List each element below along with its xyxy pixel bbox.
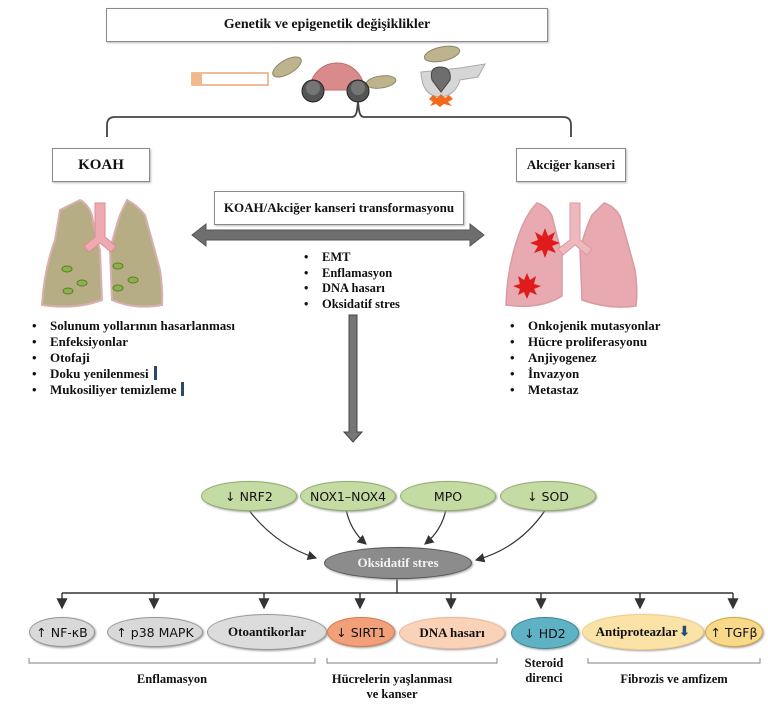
vehicle-exhaust-icon <box>301 62 370 103</box>
cigarette-icon <box>191 72 269 86</box>
source-arrows <box>247 508 547 563</box>
effect-node-p38-mapk: ↑ p38 MAPK <box>107 617 203 647</box>
list-item: Oksidatif stres <box>298 297 400 313</box>
decrease-arrow-icon: ⬇ <box>678 624 691 640</box>
transformation-title: KOAH/Akciğer kanseri transformasyonu <box>223 200 455 215</box>
source-node-nrf2: ↓ NRF2 <box>201 481 297 511</box>
cancer-lung-illustration <box>505 202 638 308</box>
down-arrow <box>342 314 364 443</box>
group-label-enflamasyon: Enflamasyon <box>136 672 208 686</box>
oxidative-stress-hub: Oksidatif stres <box>324 547 472 579</box>
list-item: Onkojenik mutasyonlar <box>504 318 661 334</box>
tumor-icon <box>530 228 560 258</box>
effect-node-otoantikorlar: Otoantikorlar <box>207 614 327 650</box>
source-node-sod: ↓ SOD <box>500 481 596 511</box>
tumor-icon <box>513 273 541 299</box>
group-brackets <box>28 658 761 664</box>
list-item: Enfeksiyonlar <box>26 334 235 350</box>
cancer-title-box: Akciğer kanseri <box>516 148 626 182</box>
source-node-nox: NOX1–NOX4 <box>300 481 396 511</box>
cancer-features-list: Onkojenik mutasyonlar Hücre proliferasyo… <box>504 318 661 398</box>
transformation-double-arrow <box>191 222 485 248</box>
list-item: Anjiyogenez <box>504 350 661 366</box>
koah-title: KOAH <box>78 156 124 173</box>
group-label-fibrosis-emphysema: Fibrozis ve amfizem <box>620 672 728 686</box>
list-item: Solunum yollarının hasarlanması <box>26 318 235 334</box>
list-item: Mukosiliyer temizleme <box>26 382 235 398</box>
smoke-particles-icon <box>272 45 461 89</box>
effect-node-nfkb: ↑ NF-κB <box>29 617 95 647</box>
list-item: DNA hasarı <box>298 281 400 297</box>
transformation-factors-list: EMT Enflamasyon DNA hasarı Oksidatif str… <box>298 250 400 312</box>
effect-node-sirt1: ↓ SIRT1 <box>327 617 395 647</box>
effect-node-antiproteazlar: Antiproteazlar ⬇ <box>582 614 704 650</box>
group-label-steroid-resistance: Steroid direnci <box>524 656 564 685</box>
koah-features-list: Solunum yollarının hasarlanması Enfeksiy… <box>26 318 235 398</box>
list-item: Otofaji <box>26 350 235 366</box>
genetic-changes-title-box: Genetik ve epigenetik değişiklikler <box>106 8 548 42</box>
industrial-grinder-icon <box>420 63 486 107</box>
list-item: Metastaz <box>504 382 661 398</box>
source-node-mpo: MPO <box>400 481 496 511</box>
list-item: Doku yenilenmesi <box>26 366 235 382</box>
transformation-title-box: KOAH/Akciğer kanseri transformasyonu <box>214 191 464 225</box>
genetic-changes-title: Genetik ve epigenetik değişiklikler <box>223 17 431 32</box>
koah-title-box: KOAH <box>52 148 150 182</box>
list-item: Hücre proliferasyonu <box>504 334 661 350</box>
effect-connectors <box>56 578 739 610</box>
effect-node-dna-damage: DNA hasarı <box>399 617 505 649</box>
list-item: Enflamasyon <box>298 266 400 282</box>
list-item: İnvazyon <box>504 366 661 382</box>
cancer-title: Akciğer kanseri <box>526 157 616 172</box>
branch-bracket <box>106 101 572 137</box>
effect-node-tgfb: ↑ TGFβ <box>705 617 763 647</box>
list-item: EMT <box>298 250 400 266</box>
decrease-icon <box>153 366 157 380</box>
koah-lung-illustration <box>40 198 164 308</box>
effect-node-hd2: ↓ HD2 <box>511 617 579 649</box>
decrease-icon <box>181 382 185 396</box>
group-label-senescence-cancer: Hücrelerin yaşlanması ve kanser <box>331 672 453 701</box>
